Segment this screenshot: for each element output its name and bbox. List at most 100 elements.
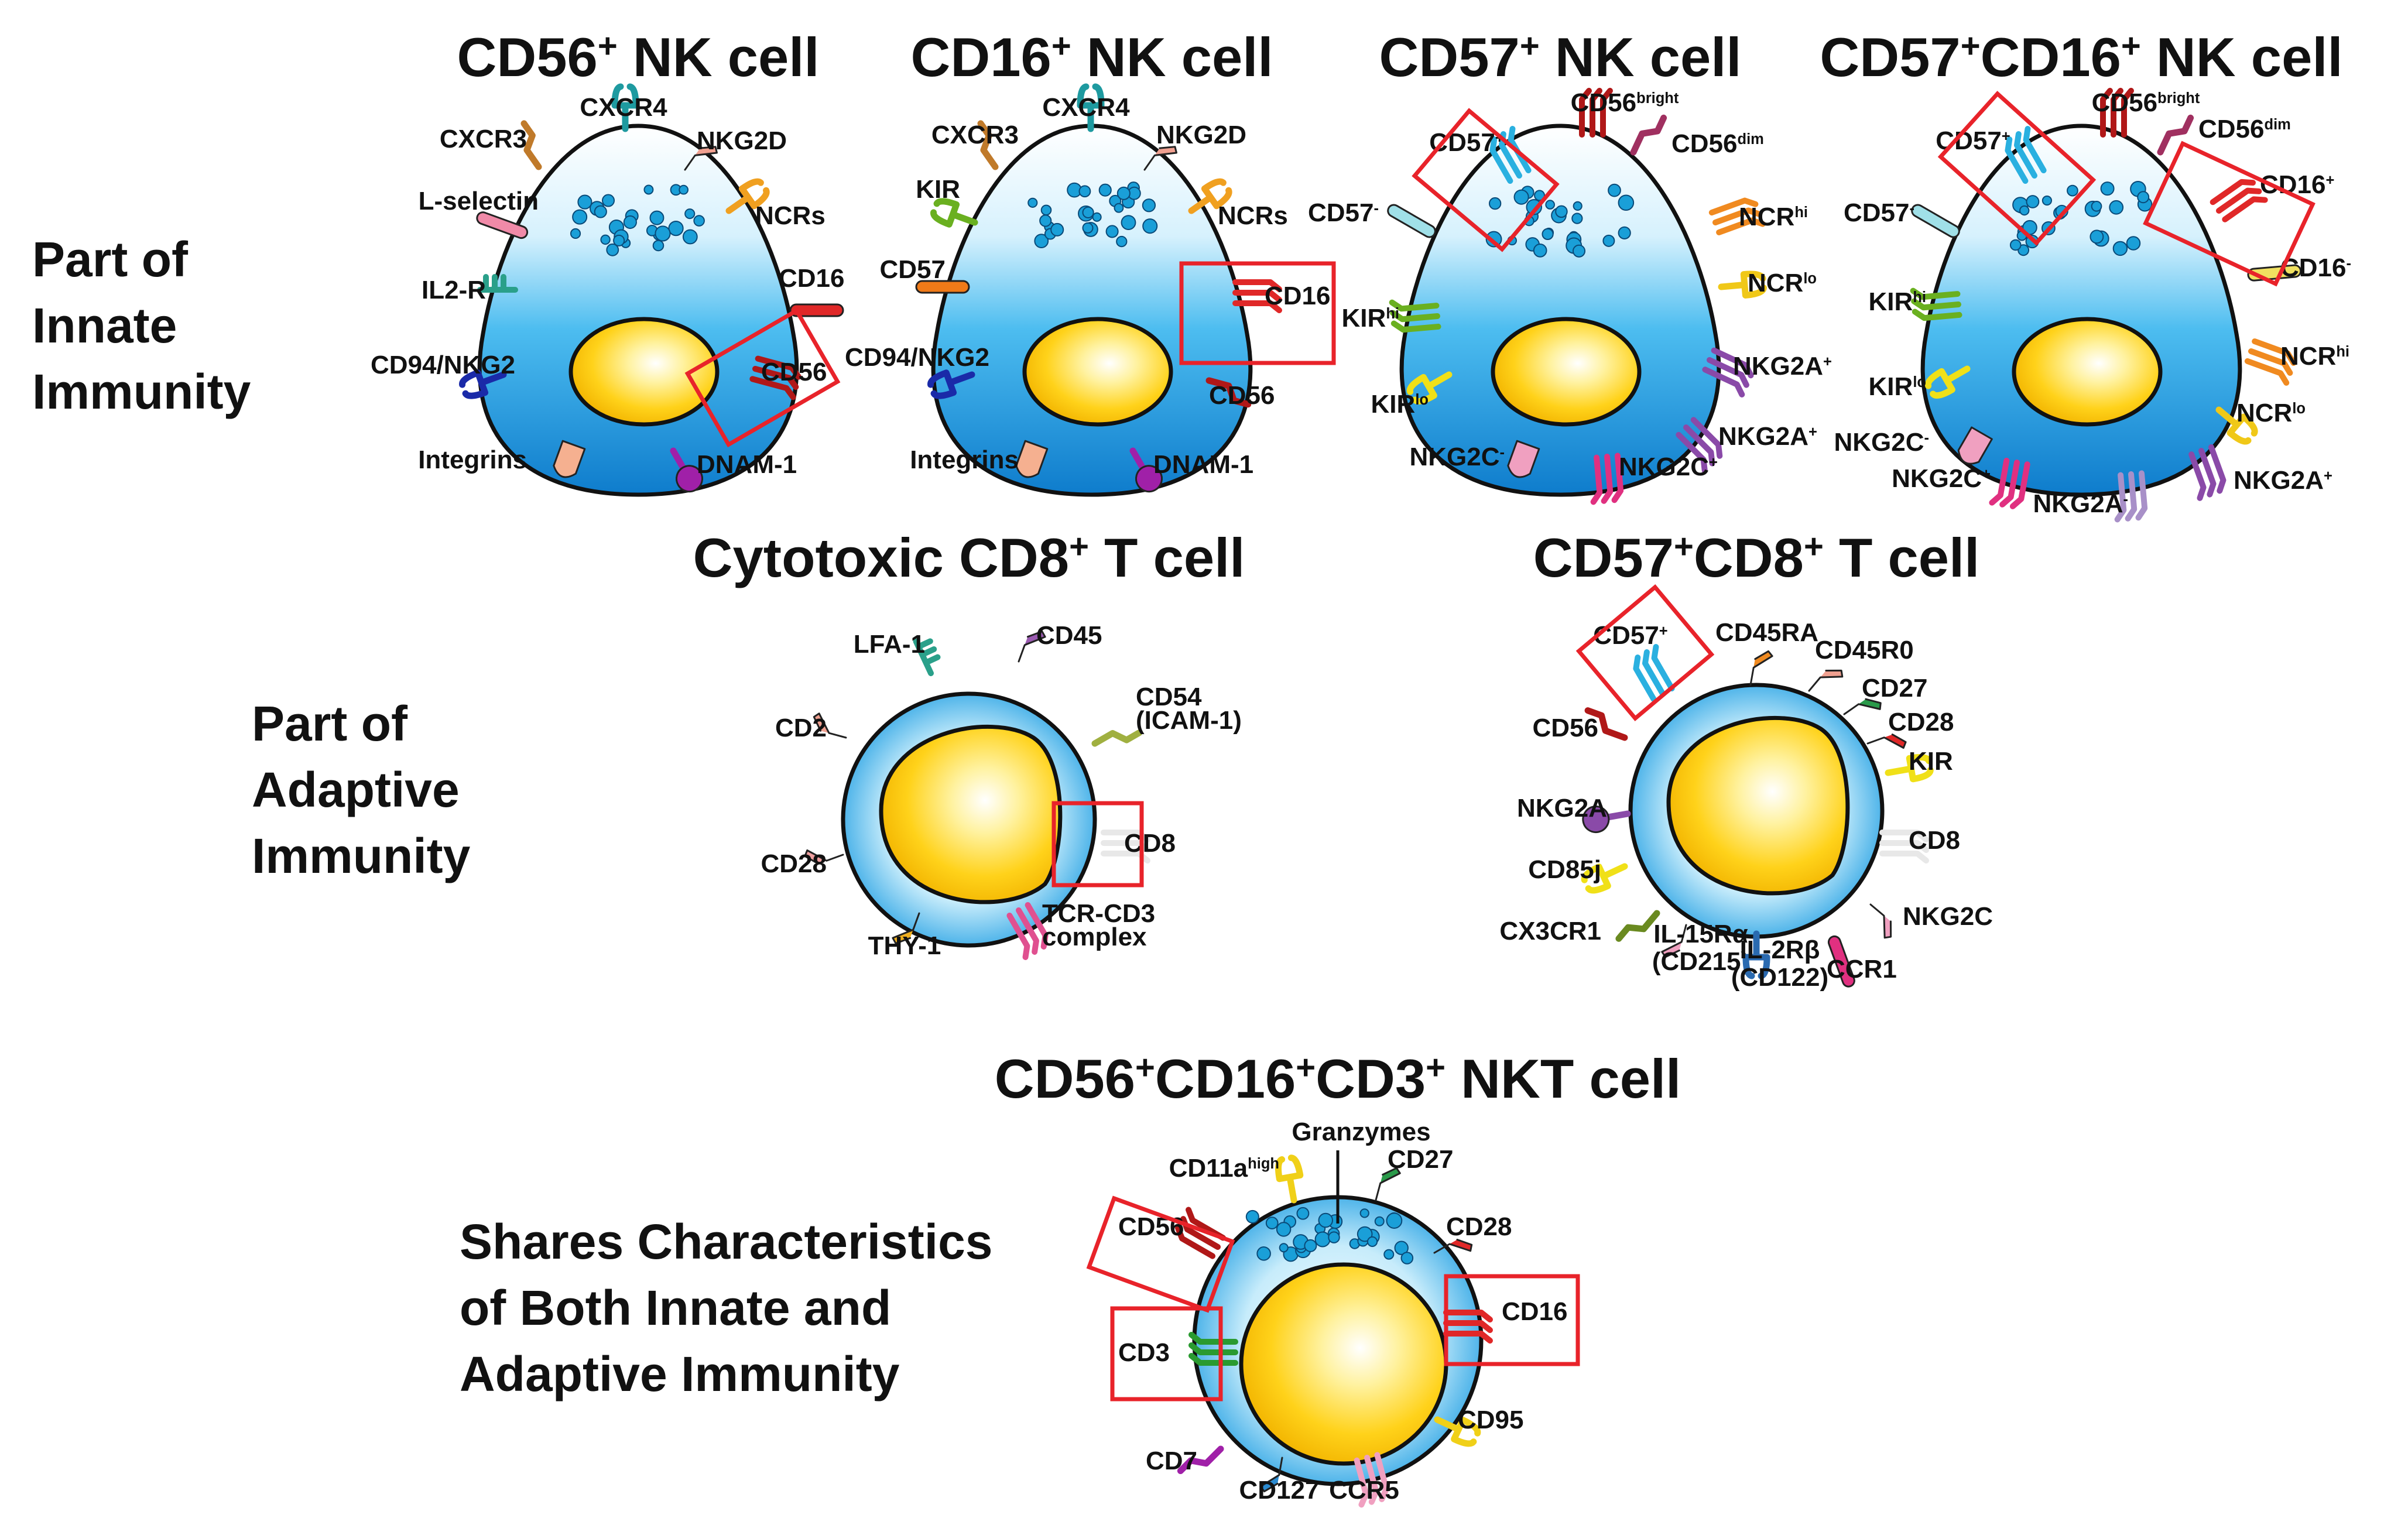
- marker-name: Integrins: [418, 446, 527, 474]
- marker-label: LFA-1: [854, 630, 925, 659]
- marker-label: NKG2C-: [1409, 443, 1505, 471]
- rod-icon: [1911, 204, 1960, 238]
- row-label-line: Innate: [32, 298, 177, 353]
- marker-name: NCR: [1748, 269, 1803, 297]
- marker-name: CD56: [1533, 714, 1599, 742]
- granule: [1571, 213, 1583, 224]
- marker-name: CD16: [2280, 253, 2347, 282]
- fork-icon: [1188, 178, 1232, 214]
- marker-label: TCR-CD3: [1042, 899, 1155, 928]
- granule: [684, 208, 696, 220]
- marker-name: CD56: [1118, 1212, 1184, 1241]
- fork-icon: [930, 198, 978, 228]
- cell-title: CD57+CD8+ T cell: [1533, 527, 1980, 588]
- bent-icon: [1615, 910, 1660, 942]
- fork-icon: [1885, 753, 1934, 783]
- granule: [602, 194, 615, 207]
- marker-superscript: -: [1500, 444, 1505, 461]
- marker-name: CCR5: [1329, 1476, 1399, 1505]
- marker-name: CD57: [1844, 198, 1910, 227]
- marker-label: NCRs: [1218, 201, 1288, 230]
- marker-name: NKG2A: [1517, 794, 1607, 823]
- marker-name: CD57: [1308, 198, 1374, 227]
- marker-superscript: +: [1709, 454, 1718, 471]
- title-superscript: +: [1961, 27, 1981, 65]
- granule: [1279, 1243, 1289, 1253]
- marker-label: NKG2A-: [2033, 489, 2128, 518]
- marker-name: CD7: [1146, 1447, 1197, 1475]
- marker-name: CD57: [1593, 621, 1659, 650]
- cell-membrane: [477, 124, 799, 497]
- fork-icon: [1924, 365, 1971, 399]
- marker-name: KIR: [1869, 287, 1913, 316]
- row-label-line: Part of: [32, 232, 189, 287]
- flag-icon: [1018, 630, 1046, 663]
- marker-label: CXCR4: [580, 93, 667, 122]
- title-text: NK cell: [1071, 26, 1273, 88]
- marker-label: (CD122): [1731, 963, 1828, 992]
- title-text: T cell: [1824, 527, 1979, 588]
- marker-superscript: hi: [2336, 344, 2349, 360]
- marker-name: CD16: [779, 264, 845, 293]
- marker-label: CD56: [1209, 381, 1275, 410]
- granule: [577, 194, 592, 210]
- marker-label: NKG2A+: [1733, 352, 1832, 381]
- multi-icon: [1101, 830, 1150, 863]
- bent-icon: [520, 120, 542, 170]
- marker-label: NKG2D: [1156, 121, 1246, 149]
- nucleus: [1022, 317, 1173, 427]
- marker-superscript: -: [1910, 200, 1915, 217]
- granule: [668, 220, 684, 237]
- marker-name: CD95: [1458, 1406, 1524, 1434]
- marker-name: THY-1: [868, 931, 941, 960]
- multi-icon: [1702, 347, 1754, 398]
- marker-label: CD7: [1146, 1447, 1197, 1475]
- marker-label: KIRhi: [1869, 287, 1926, 316]
- marker-superscript: lo: [1803, 270, 1817, 287]
- multi-icon: [2244, 338, 2297, 386]
- bent-icon: [1091, 729, 1143, 747]
- marker-label: CD11ahigh: [1169, 1154, 1279, 1183]
- title-text: CD16: [1981, 26, 2121, 88]
- marker-label: CD94/NKG2: [371, 351, 515, 379]
- marker-name: CD28: [1446, 1212, 1512, 1241]
- granule: [1098, 183, 1112, 197]
- marker-name: CD56: [1209, 381, 1275, 410]
- title-superscript: +: [1804, 527, 1824, 566]
- marker-name: NCRs: [755, 201, 825, 230]
- fork-icon: [1275, 1154, 1304, 1204]
- marker-name: DNAM-1: [1153, 450, 1253, 479]
- row-label-line: Part of: [252, 696, 408, 751]
- marker-label: CD28: [761, 849, 827, 878]
- granule: [679, 184, 689, 195]
- granule: [2090, 229, 2104, 244]
- marker-label: IL2-R: [422, 276, 486, 304]
- highlight-box: [684, 307, 841, 448]
- marker-label: NCRhi: [2280, 342, 2349, 371]
- granule: [2137, 191, 2150, 204]
- marker-name: CD45R0: [1815, 636, 1914, 664]
- flag-icon: [892, 912, 920, 944]
- marker-name: Granzymes: [1292, 1118, 1430, 1146]
- flag-icon: [1808, 669, 1844, 692]
- granule: [1526, 198, 1543, 215]
- title-text: CD16: [911, 26, 1051, 88]
- marker-name: NKG2C: [1409, 443, 1499, 471]
- marker-label: CD54: [1136, 683, 1202, 711]
- granule: [1545, 200, 1555, 210]
- granule: [1092, 212, 1102, 222]
- marker-label: CD127: [1239, 1476, 1320, 1505]
- glove-icon: [1957, 426, 1993, 465]
- marker-label: CCR5: [1329, 1476, 1399, 1505]
- cell-title: CD16+ NK cell: [911, 26, 1273, 88]
- marker-name: KIR: [1869, 372, 1913, 401]
- marker-label: Integrins: [910, 446, 1019, 474]
- row-label-adaptive: Part of Adaptive Immunity: [252, 696, 471, 883]
- granule: [2126, 236, 2141, 251]
- granule: [1114, 203, 1124, 213]
- flag-icon: [1843, 698, 1882, 715]
- marker-name: CXCR3: [440, 125, 527, 153]
- multi-icon: [1389, 299, 1441, 333]
- comb-icon: [477, 274, 518, 293]
